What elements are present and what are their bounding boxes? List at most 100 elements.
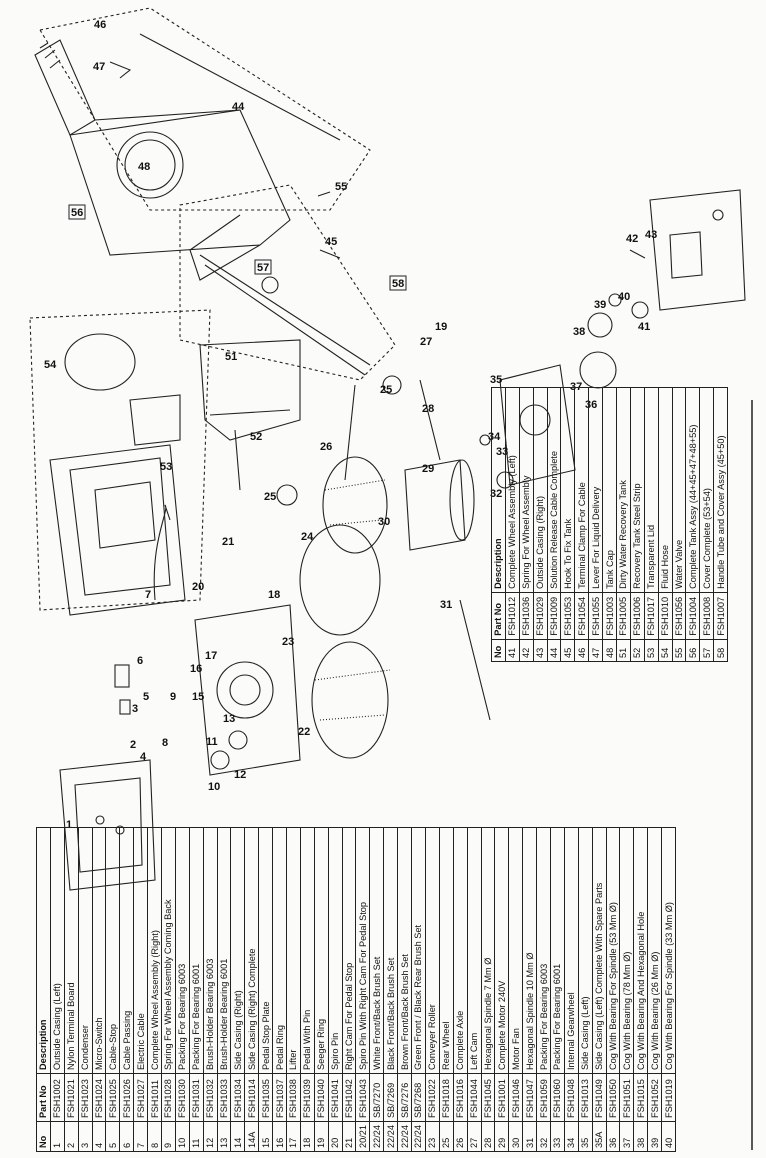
cell-part-no: FSH1009 xyxy=(547,592,561,640)
cell-description: Outside Casing (Left) xyxy=(50,827,65,1074)
cell-description: Solution Release Cable Complete xyxy=(547,387,561,593)
cell-part-no: FSH1021 xyxy=(64,1073,79,1122)
cell-part-no: FSH1034 xyxy=(230,1073,245,1122)
cell-part-no: FSH1008 xyxy=(699,592,714,640)
cell-no: 39 xyxy=(647,1121,662,1152)
callout-55: 55 xyxy=(335,181,347,193)
cell-description: Cog With Bearing For Spindle (33 Mm Ø) xyxy=(661,827,676,1074)
cell-part-no: FSH1031 xyxy=(189,1073,204,1122)
callout-48: 48 xyxy=(138,161,150,173)
cell-part-no: FSH1005 xyxy=(616,592,631,640)
cell-part-no: FSH1015 xyxy=(633,1073,648,1122)
cell-description: Outside Casing (Right) xyxy=(533,387,548,593)
spring-42 xyxy=(629,249,646,259)
bearing-12 xyxy=(228,730,248,750)
cell-no: 10 xyxy=(175,1121,190,1152)
cell-description: Packing For Bearing 6003 xyxy=(536,827,551,1074)
callout-1: 1 xyxy=(66,819,72,831)
cell-description: Brush-Holder Bearing 6003 xyxy=(203,827,218,1074)
cell-description: Water Valve xyxy=(672,387,686,593)
callout-37: 37 xyxy=(570,381,582,393)
cell-no: 1 xyxy=(50,1121,65,1152)
cell-part-no: FSH1056 xyxy=(672,592,686,640)
cell-no: 33 xyxy=(550,1121,565,1152)
callout-10: 10 xyxy=(208,781,220,793)
table-header-row: No Part No Description xyxy=(36,827,51,1152)
boxed-label-58: 58 xyxy=(392,278,404,290)
callout-43: 43 xyxy=(645,229,657,241)
cell-no: 45 xyxy=(560,639,575,662)
cell-part-no: SB/7268 xyxy=(411,1073,426,1122)
cell-part-no: SB/7276 xyxy=(397,1073,412,1122)
callout-35: 35 xyxy=(490,374,502,386)
cell-description: Seeger Ring xyxy=(314,827,329,1074)
cell-description: Spring For Wheel Assembly xyxy=(519,387,534,593)
callout-44: 44 xyxy=(232,101,245,113)
cell-part-no: FSH1036 xyxy=(519,592,534,640)
callout-20: 20 xyxy=(192,581,204,593)
cell-no: 26 xyxy=(453,1121,468,1152)
callout-6: 6 xyxy=(137,655,143,667)
cell-no: 5 xyxy=(105,1121,120,1152)
cell-part-no: FSH1013 xyxy=(578,1073,593,1122)
cell-no: 2 xyxy=(64,1121,79,1152)
cell-part-no: FSH1014 xyxy=(244,1073,259,1122)
cell-part-no: FSH1043 xyxy=(355,1073,370,1122)
recovery-tank xyxy=(199,339,301,491)
cell-description: Right Cam For Pedal Stop xyxy=(342,827,356,1074)
cell-no: 19 xyxy=(314,1121,329,1152)
cell-no: 51 xyxy=(616,639,631,662)
cell-part-no: FSH1029 xyxy=(533,592,548,640)
cell-no: 16 xyxy=(272,1121,287,1152)
cell-description: Lifter xyxy=(286,827,301,1074)
cell-part-no: FSH1003 xyxy=(602,592,617,640)
callout-16: 16 xyxy=(190,663,202,675)
cell-description: Handle Tube and Cover Assy (45+50) xyxy=(713,387,728,593)
conveyer-roller xyxy=(299,524,381,636)
cell-no: 13 xyxy=(217,1121,231,1152)
outside-casing-right xyxy=(649,189,746,311)
callout-31: 31 xyxy=(440,599,452,611)
cell-description: Cog With Bearing And Hexagonal Hole xyxy=(633,827,648,1074)
water-valve xyxy=(317,191,331,197)
cell-description: Cable-Stop xyxy=(105,827,120,1074)
cell-description: Complete Wheel Assembly (Left) xyxy=(505,387,520,593)
cell-description: Internal Gearwheel xyxy=(564,827,579,1074)
cell-part-no: FSH1051 xyxy=(619,1073,634,1122)
cell-no: 35 xyxy=(578,1121,593,1152)
cell-part-no: FSH1039 xyxy=(300,1073,315,1122)
cell-part-no: SB/7270 xyxy=(369,1073,384,1122)
cog-40 xyxy=(608,293,622,307)
cell-no: 28 xyxy=(481,1121,495,1152)
cell-description: Packing For Bearing 6001 xyxy=(550,827,565,1074)
nylon-terminal-board xyxy=(119,699,131,715)
cell-part-no: SB/7269 xyxy=(383,1073,398,1122)
cell-no: 20 xyxy=(328,1121,343,1152)
callout-33: 33 xyxy=(496,446,508,458)
callout-21: 21 xyxy=(222,536,234,548)
cell-description: Lever For Liquid Delivery xyxy=(588,387,603,593)
handle-assembly-outline xyxy=(179,184,396,381)
cell-no: 58 xyxy=(713,639,728,662)
callout-29: 29 xyxy=(422,463,434,475)
cell-description: Recovery Tank Steel Strip xyxy=(630,387,645,593)
handle-tube xyxy=(199,254,371,376)
header-description: Description xyxy=(491,387,506,593)
cell-description: Cog With Bearing (78 Mm Ø) xyxy=(619,827,634,1074)
cell-part-no: FSH1010 xyxy=(658,592,673,640)
